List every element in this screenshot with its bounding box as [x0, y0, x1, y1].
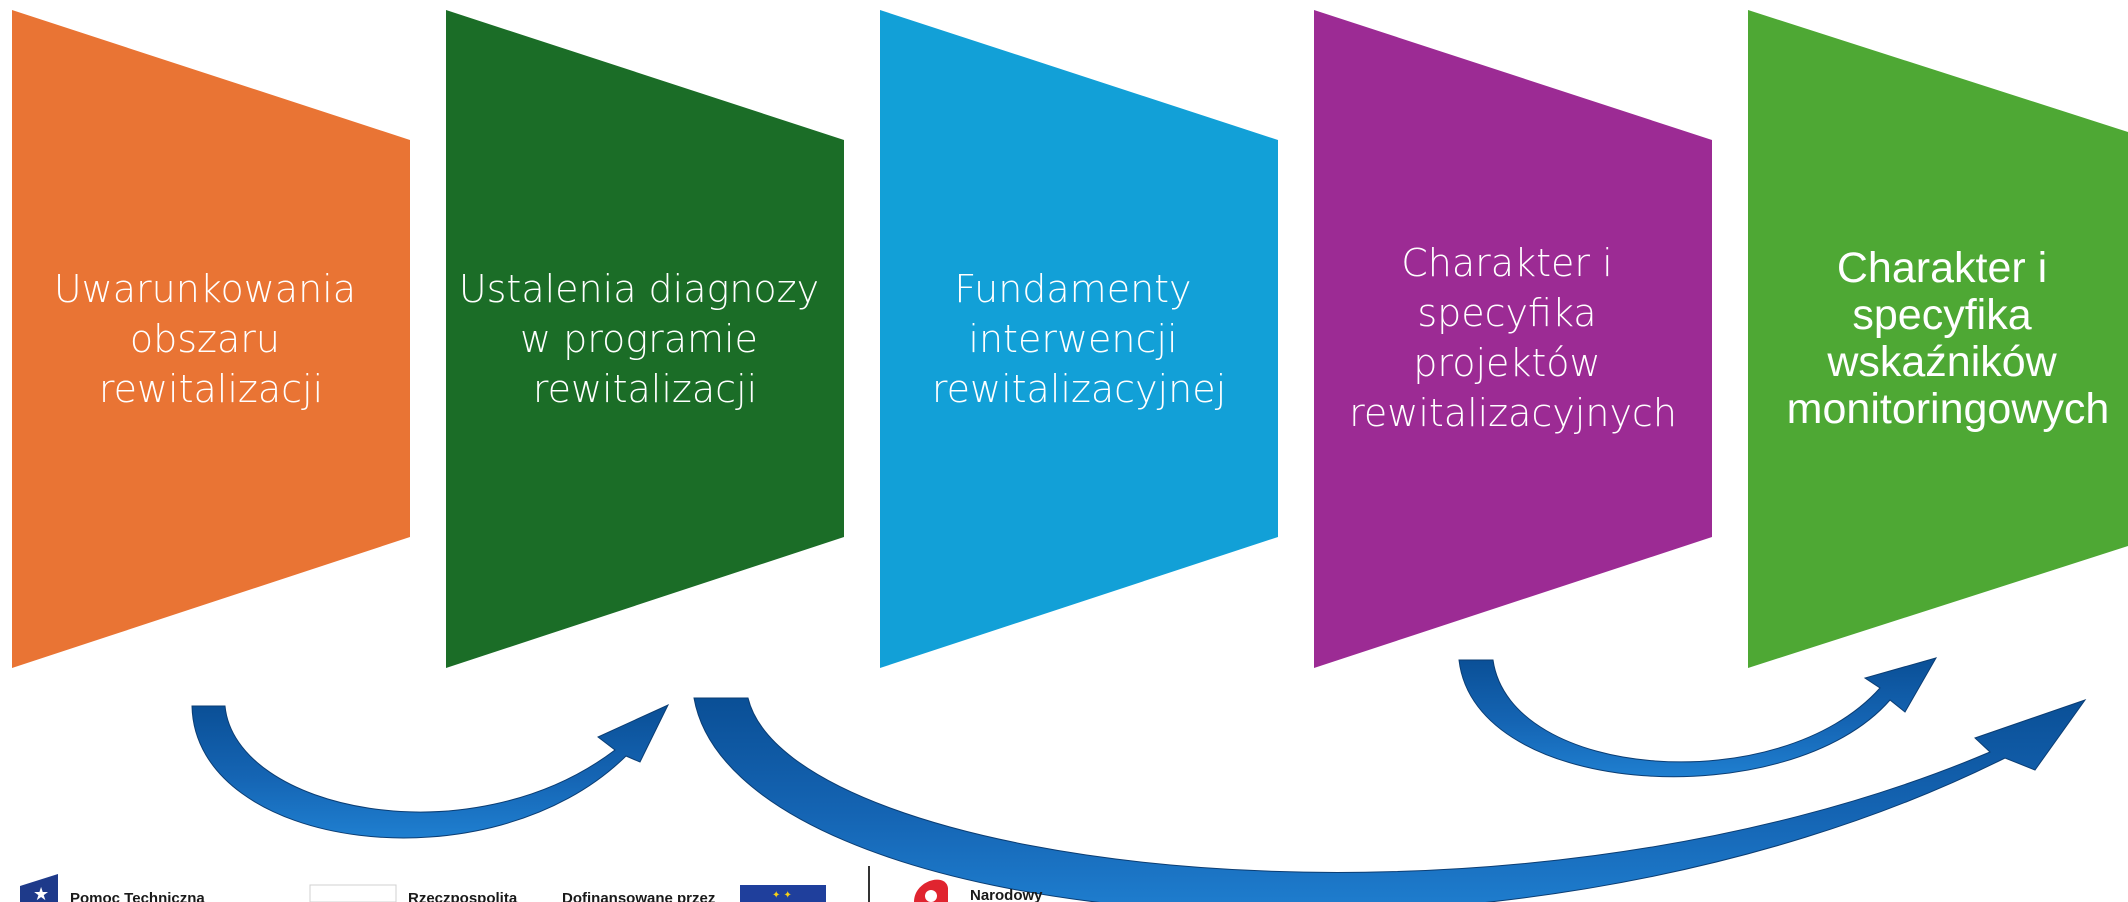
- arrow-panel1-to-panel2: [191, 703, 670, 839]
- panel-4: Charakter i specyfika projektów rewitali…: [1314, 10, 1712, 668]
- panel-1-shape: [12, 10, 410, 668]
- narodowy-logo: Narodowy: [914, 879, 1043, 902]
- arrow-1-body: [191, 703, 670, 839]
- rzeczpospolita-logo: Rzeczpospolita: [309, 884, 518, 902]
- polish-flag-white: [309, 884, 397, 902]
- narodowy-text: Narodowy: [970, 887, 1043, 902]
- panel-3: Fundamenty interwencji rewitalizacyjnej: [880, 10, 1278, 668]
- arrow-2-body: [693, 697, 2087, 902]
- narodowy-emblem-inner: [925, 890, 937, 902]
- eu-stars-icon: ✦ ✦: [772, 890, 792, 901]
- dofinansowane-text: Dofinansowane przez: [562, 890, 715, 902]
- panel-1: Uwarunkowania obszaru rewitalizacji: [12, 10, 410, 668]
- panel-3-label: Fundamenty interwencji rewitalizacyjnej: [932, 267, 1226, 411]
- panel-5: Charakter i specyfika wskaźników monitor…: [1748, 10, 2128, 668]
- arrow-panel2-to-panel5: [693, 697, 2087, 902]
- panel-1-label: Uwarunkowania obszaru rewitalizacji: [54, 267, 368, 411]
- star-icon: ★: [33, 884, 49, 902]
- footer-divider: [868, 866, 870, 902]
- panel-5-label: Charakter i specyfika wskaźników monitor…: [1787, 244, 2110, 433]
- pomoc-techniczna-text: Pomoc Techniczna: [70, 890, 205, 902]
- eu-flag: [740, 885, 826, 902]
- arrow-panel4-to-panel5: [1458, 657, 1938, 778]
- footer-logos: ★ Pomoc Techniczna Rzeczpospolita Dofina…: [20, 866, 1043, 902]
- eu-funding-logo: Dofinansowane przez ✦ ✦: [562, 885, 826, 902]
- panel-2-label: Ustalenia diagnozy w programie rewitaliz…: [459, 267, 831, 411]
- panel-2-shape: [446, 10, 844, 668]
- rzeczpospolita-text: Rzeczpospolita: [408, 890, 518, 902]
- panel-5-shape: [1748, 10, 2128, 668]
- panel-4-shape: [1314, 10, 1712, 668]
- pomoc-techniczna-emblem: [20, 874, 58, 902]
- pomoc-techniczna-logo: ★ Pomoc Techniczna: [20, 874, 205, 902]
- arrow-3-body: [1458, 657, 1938, 778]
- panel-3-shape: [880, 10, 1278, 668]
- panel-4-label: Charakter i specyfika projektów rewitali…: [1349, 241, 1677, 435]
- panel-2: Ustalenia diagnozy w programie rewitaliz…: [446, 10, 844, 668]
